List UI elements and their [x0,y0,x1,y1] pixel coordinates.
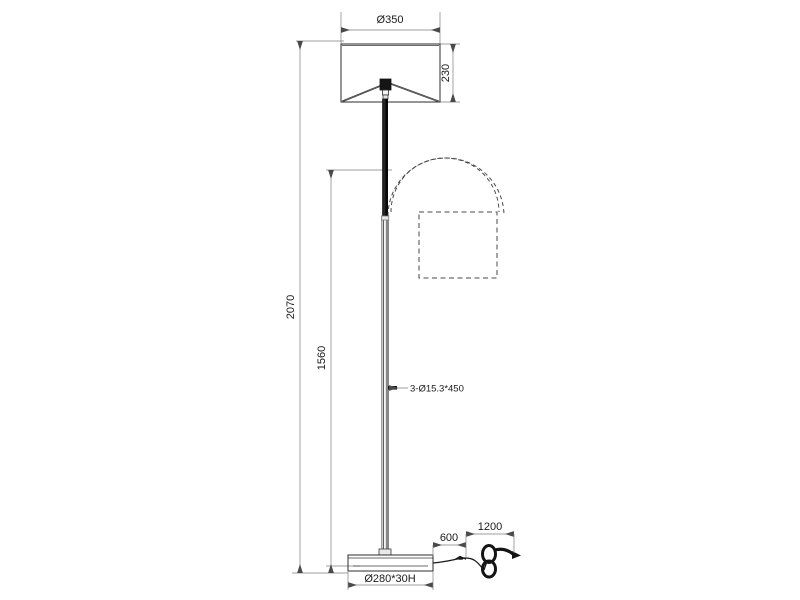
dimension-shade-height: 230 [440,44,456,102]
upper-pole-black [382,98,388,217]
dimension-cord-length: 1200 [465,521,515,553]
total-height-label: 2070 [285,295,297,319]
dimension-shade-diameter: Ø350 [341,14,440,33]
shade-swing-arc [387,157,505,217]
shade-diameter-label: Ø350 [377,14,404,26]
power-cord [432,555,485,571]
alternate-shade-position [418,211,498,279]
lower-pole-chrome [381,215,390,556]
socket-spec-leader: 3-Ø15.3*450 [388,384,464,395]
socket-spec-label: 3-Ø15.3*450 [410,384,464,395]
base-spec-label: Ø280*30H [364,573,415,585]
lamp-socket [379,78,392,100]
witness-lines [292,12,460,574]
dimension-total-height: 2070 [285,41,303,573]
dimension-cord-to-switch: 600 [432,532,467,557]
power-plug [481,544,521,579]
head-height-label: 1560 [316,346,328,370]
base-plate [347,548,434,572]
dimension-head-height: 1560 [316,170,334,573]
lamp-shade [340,43,441,103]
cord-length-label: 1200 [478,521,502,533]
dimension-base-diameter: Ø280*30H [347,571,434,590]
shade-height-label: 230 [440,64,452,82]
cord-to-switch-label: 600 [440,532,458,544]
